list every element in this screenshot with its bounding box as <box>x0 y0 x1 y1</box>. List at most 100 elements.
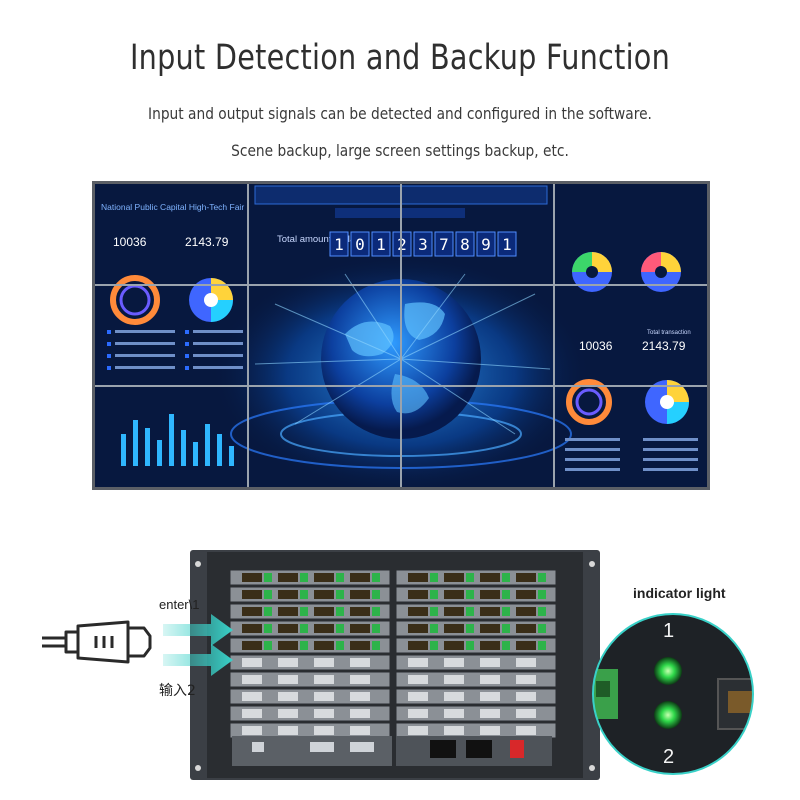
io-port <box>408 726 428 735</box>
led-indicator-icon <box>654 657 682 685</box>
terminal-block <box>466 624 474 633</box>
io-port <box>242 590 262 599</box>
io-port <box>350 641 370 650</box>
io-port <box>480 709 500 718</box>
io-port <box>516 709 536 718</box>
io-port <box>444 590 464 599</box>
terminal-block <box>264 607 272 616</box>
io-port <box>350 726 370 735</box>
io-port <box>408 641 428 650</box>
io-port <box>408 658 428 667</box>
terminal-block <box>466 641 474 650</box>
terminal-block <box>336 607 344 616</box>
terminal-block <box>538 641 546 650</box>
terminal-block <box>466 590 474 599</box>
io-port <box>408 573 428 582</box>
digit-box <box>455 231 475 257</box>
terminal-block <box>264 641 272 650</box>
io-port <box>444 624 464 633</box>
terminal-block <box>502 607 510 616</box>
io-port <box>516 590 536 599</box>
digit-box <box>371 231 391 257</box>
io-port <box>408 709 428 718</box>
digit: 3 <box>418 235 428 254</box>
digit-box <box>497 231 517 257</box>
terminal-block <box>430 590 438 599</box>
wall-right-stat-2: 2143.79 <box>642 339 686 353</box>
io-port <box>408 624 428 633</box>
terminal-block <box>430 573 438 582</box>
io-port <box>408 607 428 616</box>
io-port <box>314 590 334 599</box>
io-port <box>480 590 500 599</box>
io-port <box>278 641 298 650</box>
subtitle-2: Scene backup, large screen settings back… <box>231 141 569 160</box>
io-port <box>516 624 536 633</box>
terminal-block <box>264 590 272 599</box>
io-port <box>242 726 262 735</box>
io-port <box>242 658 262 667</box>
terminal-block <box>430 641 438 650</box>
terminal-block <box>430 607 438 616</box>
terminal-block <box>538 624 546 633</box>
io-port <box>242 607 262 616</box>
io-port <box>242 709 262 718</box>
io-port <box>314 573 334 582</box>
io-port <box>314 726 334 735</box>
io-port <box>278 709 298 718</box>
terminal-block <box>300 590 308 599</box>
io-port <box>444 726 464 735</box>
io-port <box>480 658 500 667</box>
terminal-block <box>538 607 546 616</box>
wall-left-stat-2: 2143.79 <box>185 235 229 249</box>
io-port <box>350 590 370 599</box>
io-port <box>314 709 334 718</box>
arrow-right-icon <box>163 614 233 646</box>
io-port <box>278 624 298 633</box>
page-title: Input Detection and Backup Function <box>129 38 671 78</box>
video-wall-graphic: National Public Capital High-Tech Fair 1… <box>95 184 707 487</box>
indicator-2-number: 2 <box>663 746 675 768</box>
terminal-block <box>336 590 344 599</box>
io-port <box>516 573 536 582</box>
io-port <box>242 641 262 650</box>
terminal-block <box>502 590 510 599</box>
terminal-block <box>372 624 380 633</box>
io-port <box>278 692 298 701</box>
arrow-right-icon <box>163 644 233 676</box>
total-amount-digits: 101237891 <box>329 231 517 257</box>
wall-right-stat: 10036 <box>579 339 613 353</box>
wall-left-stat: 10036 <box>113 235 147 249</box>
digit-box <box>350 231 370 257</box>
io-port <box>242 624 262 633</box>
input-2-label: 输入2 <box>159 683 196 699</box>
io-port <box>314 641 334 650</box>
terminal-block <box>264 573 272 582</box>
io-port <box>278 590 298 599</box>
io-port <box>242 692 262 701</box>
io-port <box>278 573 298 582</box>
terminal-block <box>336 573 344 582</box>
terminal-block <box>300 607 308 616</box>
terminal-block <box>264 624 272 633</box>
io-port <box>350 658 370 667</box>
terminal-block <box>336 624 344 633</box>
io-port <box>350 692 370 701</box>
io-port <box>314 675 334 684</box>
wall-right-stat-label: Total transaction <box>647 330 691 336</box>
video-wall: National Public Capital High-Tech Fair 1… <box>92 181 710 490</box>
terminal-block <box>300 641 308 650</box>
terminal-block <box>336 641 344 650</box>
wall-left-heading: National Public Capital High-Tech Fair <box>101 202 244 212</box>
io-port <box>278 607 298 616</box>
digit-box <box>329 231 349 257</box>
terminal-block <box>372 590 380 599</box>
io-port <box>350 624 370 633</box>
terminal-block <box>372 641 380 650</box>
indicator-light-label: indicator light <box>633 585 726 601</box>
digit: 1 <box>502 235 512 254</box>
io-port <box>480 726 500 735</box>
enter-1-label: enter\1 <box>159 597 200 612</box>
io-port <box>480 692 500 701</box>
terminal-block <box>300 624 308 633</box>
